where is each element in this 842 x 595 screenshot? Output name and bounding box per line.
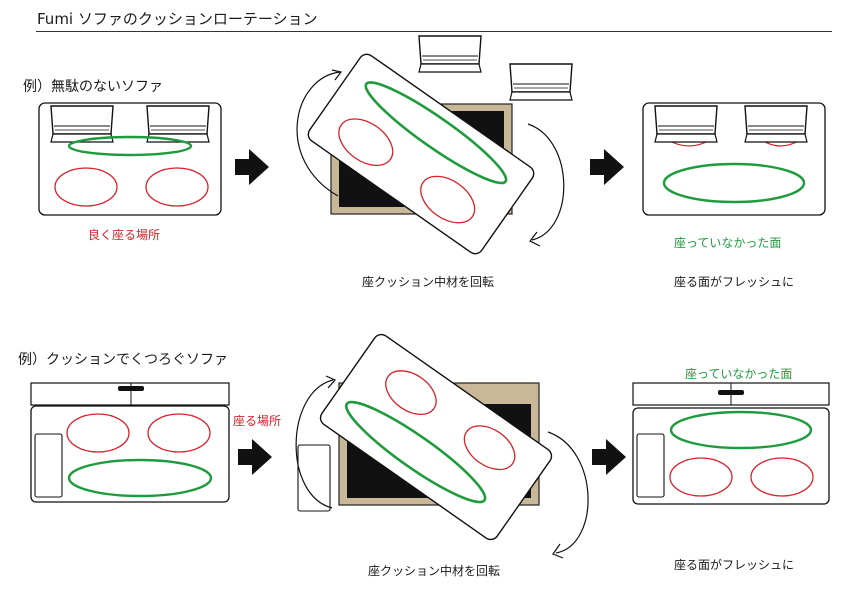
example-1-arrow-2-icon <box>590 149 624 185</box>
example-2-sofa-before <box>30 382 230 503</box>
example-1-label: 例）無駄のないソファ <box>23 79 163 95</box>
example-2-rotating-seat-cushion <box>319 333 553 541</box>
example-1-after-back-cushion-right <box>744 105 808 143</box>
example-2-rotate-caption: 座クッション中材を回転 <box>368 564 501 578</box>
example-2-rotate-arrow-right <box>547 431 589 554</box>
example-2-worn-spot-left <box>66 413 130 453</box>
example-2-after-backrest-fastener <box>718 390 744 395</box>
example-1-rotation-stage <box>296 35 573 255</box>
example-1-removed-back-cushion-1 <box>418 35 482 73</box>
example-1-removed-back-cushion-2 <box>509 63 573 101</box>
example-1-rotating-seat-cushion <box>307 53 535 255</box>
example-1-back-cushion-left <box>50 105 114 143</box>
example-1-rotate-arrow-left <box>296 71 341 197</box>
example-2-backrest <box>30 382 230 406</box>
example-2-after-worn-spot-right <box>750 457 814 497</box>
example-2-after-worn-spot-left <box>669 457 733 497</box>
example-2-rotate-arrow-left <box>295 379 334 509</box>
example-1-sofa-after <box>642 102 826 216</box>
example-2-backrest-fastener <box>118 386 144 391</box>
example-1-result-caption: 座る面がフレッシュに <box>674 275 795 289</box>
example-2-arrow-2-icon <box>592 439 626 475</box>
example-1-worn-spot-right <box>145 167 209 207</box>
example-2-label: 例）クッションでくつろぐソファ <box>18 352 228 368</box>
title-divider <box>36 31 832 32</box>
example-1-rotate-arrow-right <box>527 123 565 241</box>
example-1-worn-spot-left <box>54 167 118 207</box>
example-2-rotation-stage <box>295 333 589 559</box>
example-2-result-caption: 座る面がフレッシュに <box>674 558 795 572</box>
example-1-back-cushion-right <box>146 105 210 143</box>
example-2-fresh-seat-mark <box>669 410 813 450</box>
example-1-favorite-spot-label: 良く座る場所 <box>88 228 161 242</box>
example-1-rotate-caption: 座クッション中材を回転 <box>362 275 495 289</box>
example-2-removed-side-cushion <box>297 444 331 512</box>
example-1-sofa-before <box>38 102 222 216</box>
example-2-side-cushion <box>34 433 63 498</box>
example-1-after-back-cushion-left <box>654 105 718 143</box>
example-2-unused-side-label: 座っていなかった面 <box>685 367 793 381</box>
example-1-arrow-1-icon <box>235 149 269 185</box>
page-title: Fumi ソファのクッションローテーション <box>37 10 318 28</box>
example-2-sofa-after <box>632 382 830 505</box>
example-2-worn-spot-right <box>147 413 211 453</box>
example-1-used-back-mark <box>67 135 193 157</box>
example-2-used-side-mark <box>67 458 213 498</box>
example-2-after-side-cushion <box>636 433 665 498</box>
example-2-arrow-1-icon <box>238 439 272 475</box>
example-1-fresh-seat-mark <box>662 162 806 204</box>
example-1-unused-side-label: 座っていなかった面 <box>674 236 782 250</box>
